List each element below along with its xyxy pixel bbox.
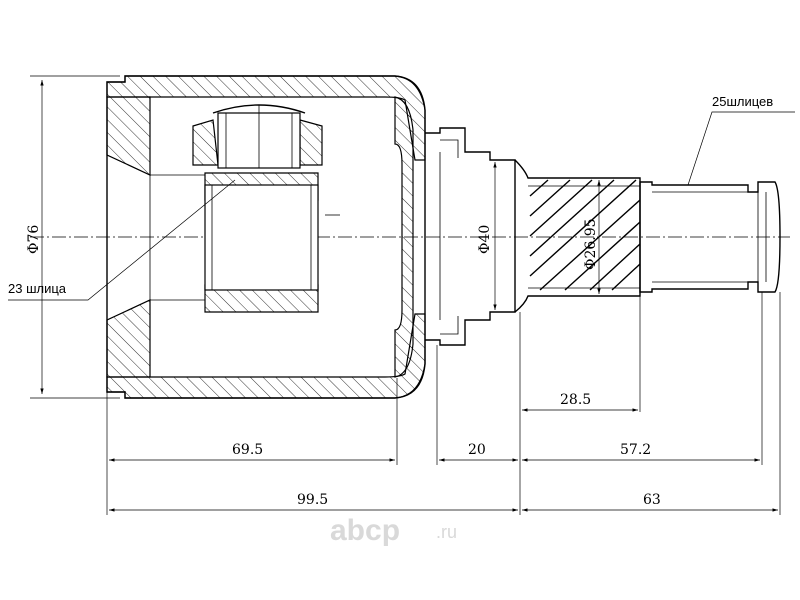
leader-outer-splines [687,111,795,186]
dim-spline-length: 28.5 [560,392,591,408]
shaft-spline-section [514,159,641,313]
dim-bore-diameter: Φ40 [477,225,493,254]
housing-shell-bottom [106,313,426,399]
housing-outline [106,75,426,399]
tripod-roller-top-left [192,119,219,166]
housing-left-lower-taper [106,299,151,378]
dim-shaft-length: 57.2 [620,442,651,458]
housing-inner-cone [106,154,151,321]
housing-left-upper-taper [106,96,151,176]
tripod-spline-bore [204,184,319,291]
dim-spline-diameter: Φ26.95 [583,218,599,270]
dim-total-left: 99.5 [297,492,328,508]
housing-neck [425,127,516,346]
dim-total-right: 63 [643,492,661,508]
note-inner-splines: 23 шлица [8,281,67,296]
tripod-roller-top-right [299,119,323,166]
dim-outer-diameter: Φ76 [26,225,42,254]
abcp-watermark: abcp .ru [330,514,457,547]
leader-inner-splines [8,179,236,301]
tripod-cap-top [212,104,306,114]
note-outer-splines: 25шлицев [712,94,773,109]
dim-housing-length: 69.5 [232,442,263,458]
watermark-brand: abcp [330,514,400,547]
housing-back-wall [394,96,414,378]
watermark-suffix: .ru [436,522,457,542]
dim-neck-length: 20 [468,442,486,458]
